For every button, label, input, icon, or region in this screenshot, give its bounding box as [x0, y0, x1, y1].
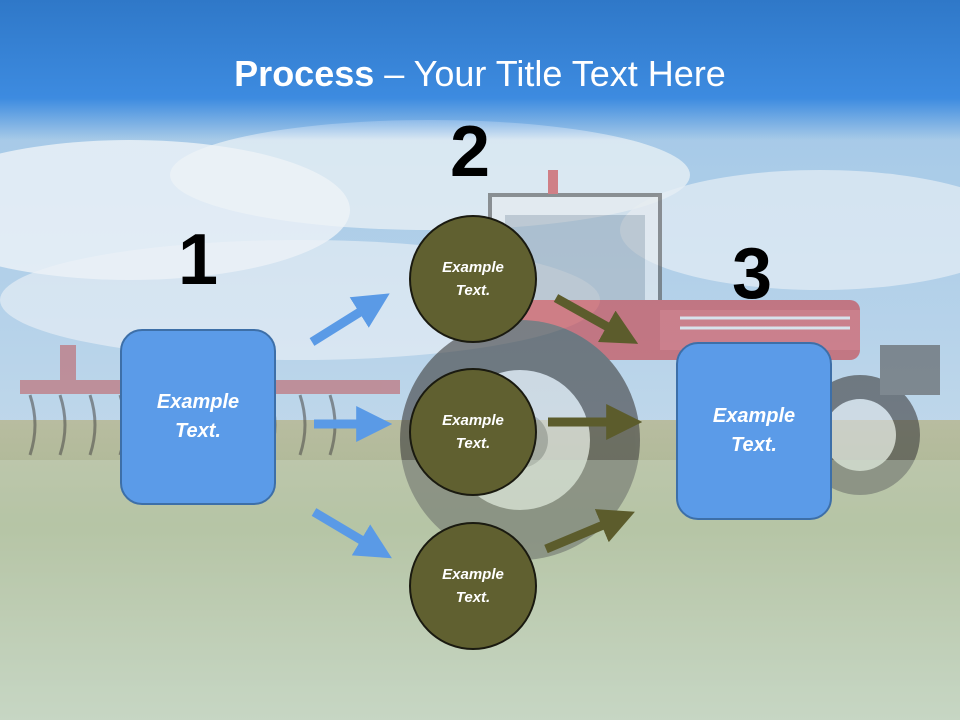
- circle-text: Example Text.: [442, 412, 504, 452]
- arrow-from-circle-bottom: [544, 509, 635, 554]
- arrow-from-circle-top: [553, 294, 639, 344]
- step-2-circle-middle: Example Text.: [409, 368, 537, 496]
- step-3-box: Example Text.: [676, 342, 832, 520]
- circle-text: Example Text.: [442, 259, 504, 299]
- title-bold: Process: [234, 53, 375, 94]
- title-bar: [0, 0, 960, 140]
- step-2-number: 2: [450, 112, 491, 192]
- step-1-number: 1: [178, 220, 219, 300]
- step-3-text: Example Text.: [712, 405, 796, 456]
- arrow-to-circle-bottom: [311, 508, 392, 559]
- step-3-number: 3: [732, 234, 773, 314]
- step-1-text: Example Text.: [156, 391, 240, 442]
- step-2-circle-top: Example Text.: [409, 215, 537, 343]
- arrow-to-circle-top: [309, 293, 390, 346]
- circle-text: Example Text.: [442, 566, 504, 606]
- title-rest: – Your Title Text Here: [374, 53, 726, 94]
- step-2-circle-bottom: Example Text.: [409, 522, 537, 650]
- slide-title: Process – Your Title Text Here: [0, 52, 960, 96]
- step-1-box: Example Text.: [120, 329, 276, 505]
- cloud: [620, 170, 960, 290]
